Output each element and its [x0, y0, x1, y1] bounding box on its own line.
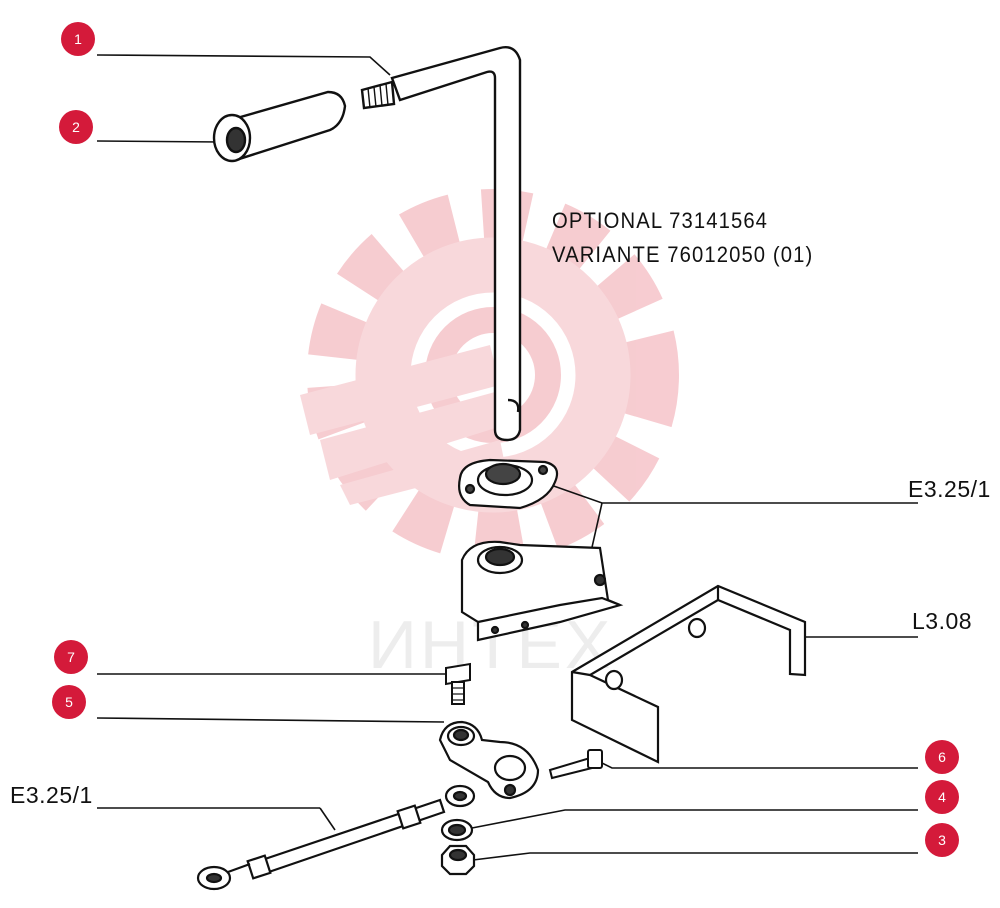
callout-badge-2[interactable]: 2 — [59, 110, 93, 144]
pivot-bracket-part — [460, 540, 624, 642]
linkage-rod-part — [196, 784, 476, 891]
screw-part — [548, 749, 603, 780]
frame-reference-label: L3.08 — [912, 608, 973, 634]
callout-badge-6[interactable]: 6 — [925, 740, 959, 774]
handle-knob-part — [212, 90, 347, 163]
optional-part-note: OPTIONAL 73141564 — [552, 208, 769, 233]
variante-part-note: VARIANTE 76012050 (01) — [552, 242, 814, 267]
bracket-reference-label: E3.25/1 — [908, 476, 991, 502]
callout-badge-5[interactable]: 5 — [52, 685, 86, 719]
callout-badge-7[interactable]: 7 — [54, 640, 88, 674]
callout-badge-1[interactable]: 1 — [61, 22, 95, 56]
bolt-part — [445, 662, 471, 705]
rod-reference-label: E3.25/1 — [10, 782, 93, 808]
u-frame-part — [570, 584, 807, 764]
flange-bearing-part — [458, 458, 559, 510]
lever-rod-part — [360, 46, 522, 442]
nut-part — [440, 844, 476, 876]
washer-part — [440, 818, 474, 842]
callout-badge-4[interactable]: 4 — [925, 780, 959, 814]
clamp-lever-part — [438, 720, 540, 800]
callout-badge-3[interactable]: 3 — [925, 823, 959, 857]
